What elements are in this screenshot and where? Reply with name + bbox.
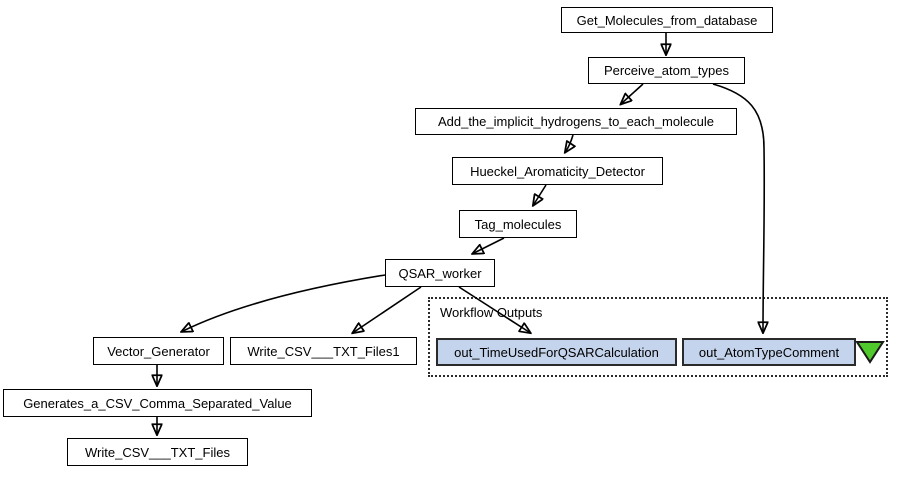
node-tag-molecules[interactable]: Tag_molecules [459, 210, 577, 238]
output-port-out-time-used-for-qsar-calculation[interactable]: out_TimeUsedForQSARCalculation [436, 338, 677, 366]
node-write-csv-txt-files1[interactable]: Write_CSV___TXT_Files1 [230, 337, 417, 365]
node-perceive-atom-types[interactable]: Perceive_atom_types [588, 57, 745, 84]
node-hueckel-aromaticity-detector[interactable]: Hueckel_Aromaticity_Detector [452, 157, 663, 185]
edge-qsar-worker-to-vector-generator [183, 274, 386, 331]
node-add-the-implicit-hydrogens-to-each-molecule[interactable]: Add_the_implicit_hydrogens_to_each_molec… [415, 108, 737, 135]
node-vector-generator[interactable]: Vector_Generator [93, 337, 224, 365]
output-port-out-atom-type-comment[interactable]: out_AtomTypeComment [682, 338, 856, 366]
edge-hueckel-detector-to-tag-molecules [534, 184, 547, 204]
node-generates-a-csv-comma-separated-value[interactable]: Generates_a_CSV_Comma_Separated_Value [3, 389, 312, 417]
node-qsar-worker[interactable]: QSAR_worker [385, 259, 495, 287]
workflow-outputs-group-label: Workflow Outputs [440, 305, 543, 320]
edge-tag-molecules-to-qsar-worker [474, 237, 505, 253]
output-port-triangle-icon [855, 340, 885, 364]
edge-qsar-worker-to-write-csv-txt-files1 [354, 286, 422, 332]
node-write-csv-txt-files[interactable]: Write_CSV___TXT_Files [67, 438, 248, 466]
edge-perceive-atom-types-to-add-hydrogens [622, 83, 644, 103]
node-get-molecules-from-database[interactable]: Get_Molecules_from_database [561, 7, 773, 33]
edge-add-hydrogens-to-hueckel-detector [566, 134, 573, 151]
